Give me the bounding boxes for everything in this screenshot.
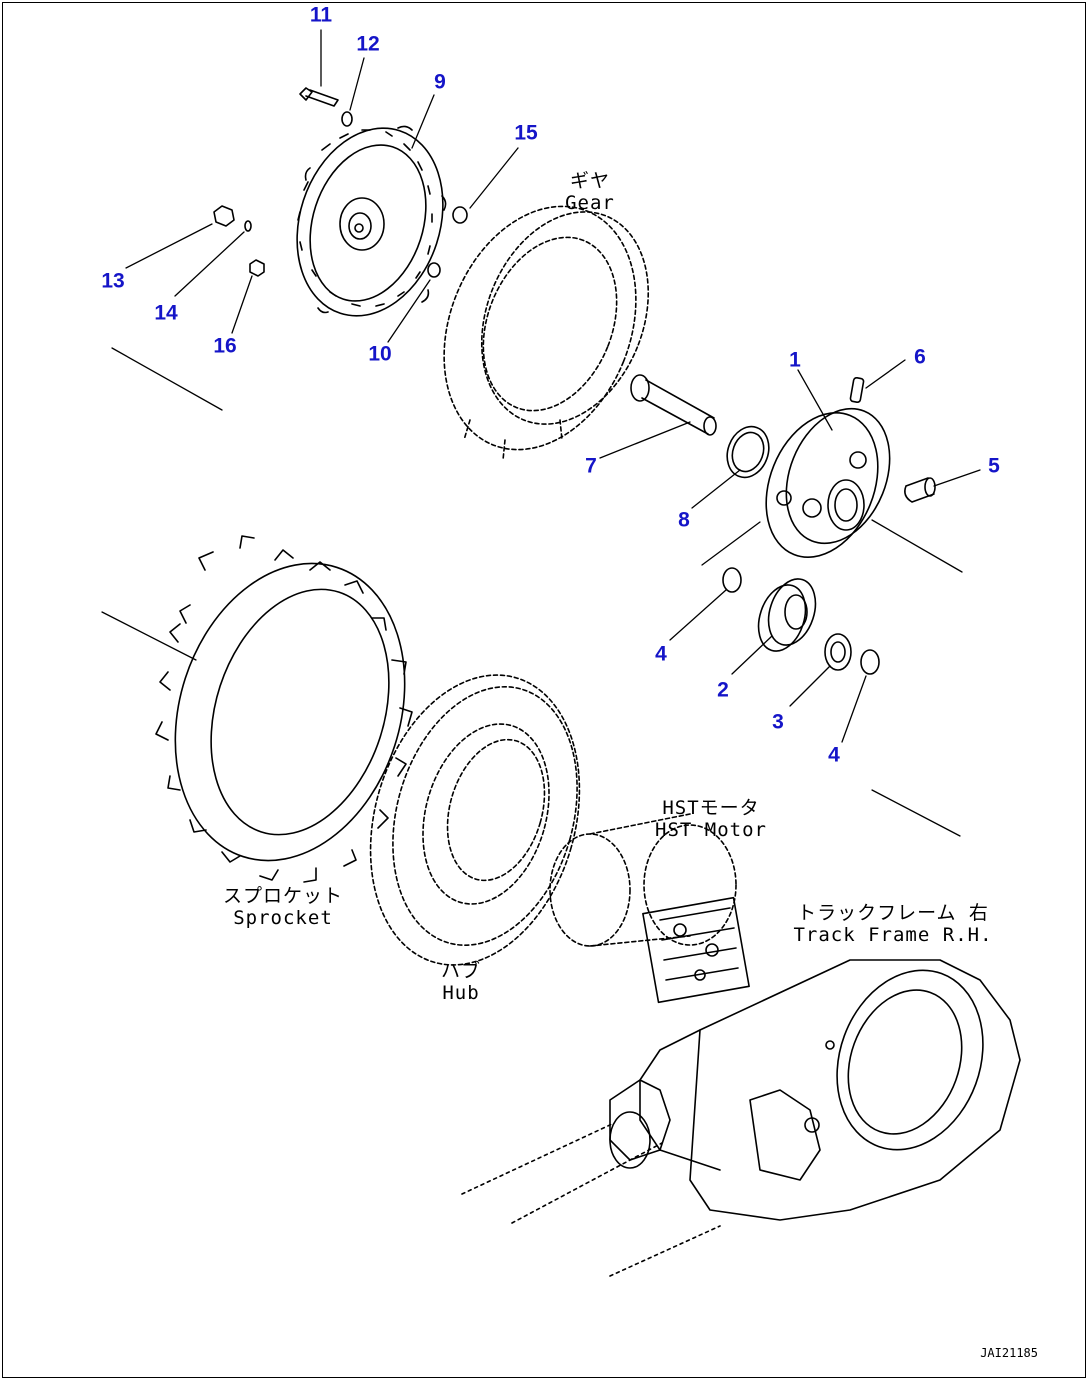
callout-15: 15 [514, 121, 538, 145]
track-frame-outline [461, 959, 1021, 1277]
callout-16: 16 [213, 334, 237, 358]
hub-label-en: Hub [442, 982, 480, 1004]
sprocket-label: スプロケット Sprocket [223, 885, 343, 929]
callout-10: 10 [368, 342, 392, 366]
washer-4b-part [860, 649, 880, 675]
shaft-5-part [904, 477, 936, 503]
track-frame-label: トラックフレーム 右 Track Frame R.H. [793, 902, 992, 946]
hub-label: ハブ Hub [441, 960, 481, 1004]
callout-8: 8 [678, 508, 690, 532]
callout-5: 5 [988, 454, 1000, 478]
callout-9: 9 [434, 70, 446, 94]
track-frame-label-en: Track Frame R.H. [793, 924, 993, 946]
gear-label-jp: ギヤ [569, 170, 611, 192]
callout-7: 7 [585, 454, 597, 478]
callout-14: 14 [154, 301, 178, 325]
leader-lines [101, 29, 981, 837]
callout-11: 11 [309, 3, 333, 27]
hst-motor-label-jp: HSTモータ [662, 797, 760, 819]
sprocket-label-en: Sprocket [233, 907, 333, 929]
figure-code: JAI21185 [980, 1346, 1038, 1360]
sprocket-outline [155, 535, 413, 883]
bearing-3-part [824, 633, 852, 671]
hst-motor-label-en: HST Motor [655, 819, 767, 841]
callout-6: 6 [914, 345, 926, 369]
sprocket-label-jp: スプロケット [222, 885, 344, 907]
gear-outline [443, 205, 650, 461]
gear-2-part [757, 578, 817, 652]
small-fastener-parts [213, 205, 468, 278]
callout-1: 1 [789, 348, 801, 372]
callout-4b: 4 [828, 743, 840, 767]
callout-13: 13 [101, 269, 125, 293]
callout-3: 3 [772, 710, 784, 734]
gear-label-en: Gear [565, 192, 615, 214]
track-frame-label-jp: トラックフレーム 右 [797, 902, 989, 924]
callout-12: 12 [356, 32, 380, 56]
ring-8-part [726, 425, 770, 479]
bolt-part [299, 87, 339, 107]
washer-4-part [722, 567, 742, 593]
callout-4: 4 [655, 642, 667, 666]
shaft-7-part [630, 374, 717, 436]
pin-6-part [849, 376, 865, 404]
callout-2: 2 [717, 678, 729, 702]
hst-motor-label: HSTモータ HST Motor [655, 797, 767, 841]
carrier-part [765, 407, 891, 559]
gear-label: ギヤ Gear [565, 170, 615, 214]
cover-plate-part [296, 125, 447, 317]
hub-label-jp: ハブ [440, 960, 482, 982]
hst-motor-outline [549, 813, 750, 1004]
washer-part [341, 111, 353, 127]
hub-outline [369, 674, 581, 966]
